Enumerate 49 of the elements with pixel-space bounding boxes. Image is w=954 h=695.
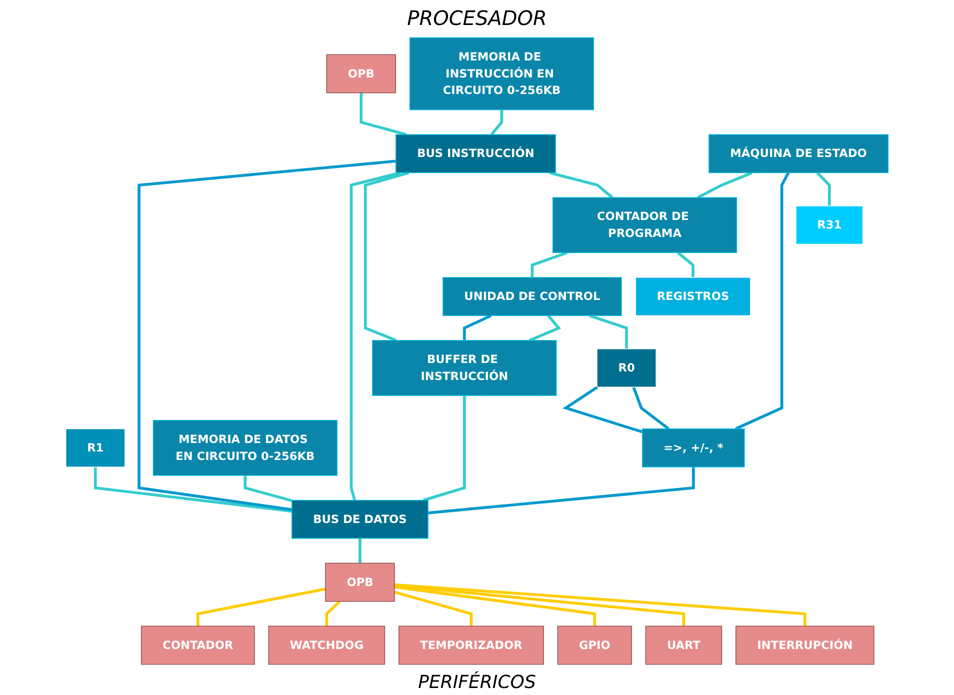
connector bbox=[350, 171, 401, 501]
connector bbox=[528, 314, 562, 342]
connector bbox=[94, 467, 292, 513]
node-box: CONTADOR DE PROGRAMA bbox=[552, 197, 738, 254]
connector bbox=[549, 171, 614, 199]
connector bbox=[697, 171, 752, 199]
node-box: R31 bbox=[796, 206, 864, 245]
node-box: CONTADOR bbox=[140, 626, 255, 665]
node-box: MÁQUINA DE ESTADO bbox=[708, 134, 888, 174]
connector bbox=[490, 110, 504, 136]
node-box: TEMPORIZADOR bbox=[398, 626, 544, 665]
connector bbox=[244, 476, 292, 502]
node-box: MEMORIA DE INSTRUCCIÓN EN CIRCUITO 0-256KB bbox=[409, 37, 594, 110]
node-box: OPB bbox=[325, 562, 395, 602]
node-box: BUFFER DE INSTRUCCIÓN bbox=[372, 340, 557, 396]
node-box: MEMORIA DE DATOS EN CIRCUITO 0-256KB bbox=[152, 420, 338, 476]
connector bbox=[394, 586, 596, 626]
node-box: REGISTROS bbox=[635, 277, 751, 316]
connector bbox=[138, 160, 396, 512]
connector bbox=[394, 583, 806, 626]
section-label: PERIFÉRICOS bbox=[418, 672, 536, 693]
connector bbox=[358, 538, 362, 564]
node-box: OPB bbox=[326, 54, 396, 94]
connector bbox=[589, 314, 628, 349]
node-box: GPIO bbox=[557, 626, 632, 665]
connector bbox=[677, 252, 694, 278]
diagram-title: PROCESADOR bbox=[407, 6, 547, 30]
node-box: R0 bbox=[596, 348, 656, 388]
node-box: UNIDAD DE CONTROL bbox=[442, 277, 622, 316]
connector bbox=[422, 396, 466, 502]
node-box: =>, +/-, * bbox=[642, 428, 745, 468]
node-box: BUS INSTRUCCIÓN bbox=[396, 134, 556, 174]
connector bbox=[394, 590, 473, 626]
connector bbox=[196, 588, 326, 626]
connector bbox=[394, 584, 686, 626]
connector bbox=[816, 172, 831, 206]
connector bbox=[428, 467, 695, 514]
connector bbox=[530, 251, 568, 278]
connector bbox=[364, 171, 410, 342]
node-box: WATCHDOG bbox=[268, 626, 386, 665]
connector bbox=[462, 314, 492, 340]
node-box: INTERRUPCIÓN bbox=[736, 626, 874, 665]
node-box: UART bbox=[645, 626, 722, 665]
connector bbox=[632, 386, 670, 430]
node-box: BUS DE DATOS bbox=[292, 500, 428, 539]
connector bbox=[562, 386, 643, 434]
connector bbox=[735, 172, 790, 430]
node-box: R1 bbox=[66, 428, 126, 468]
connector bbox=[325, 600, 341, 626]
